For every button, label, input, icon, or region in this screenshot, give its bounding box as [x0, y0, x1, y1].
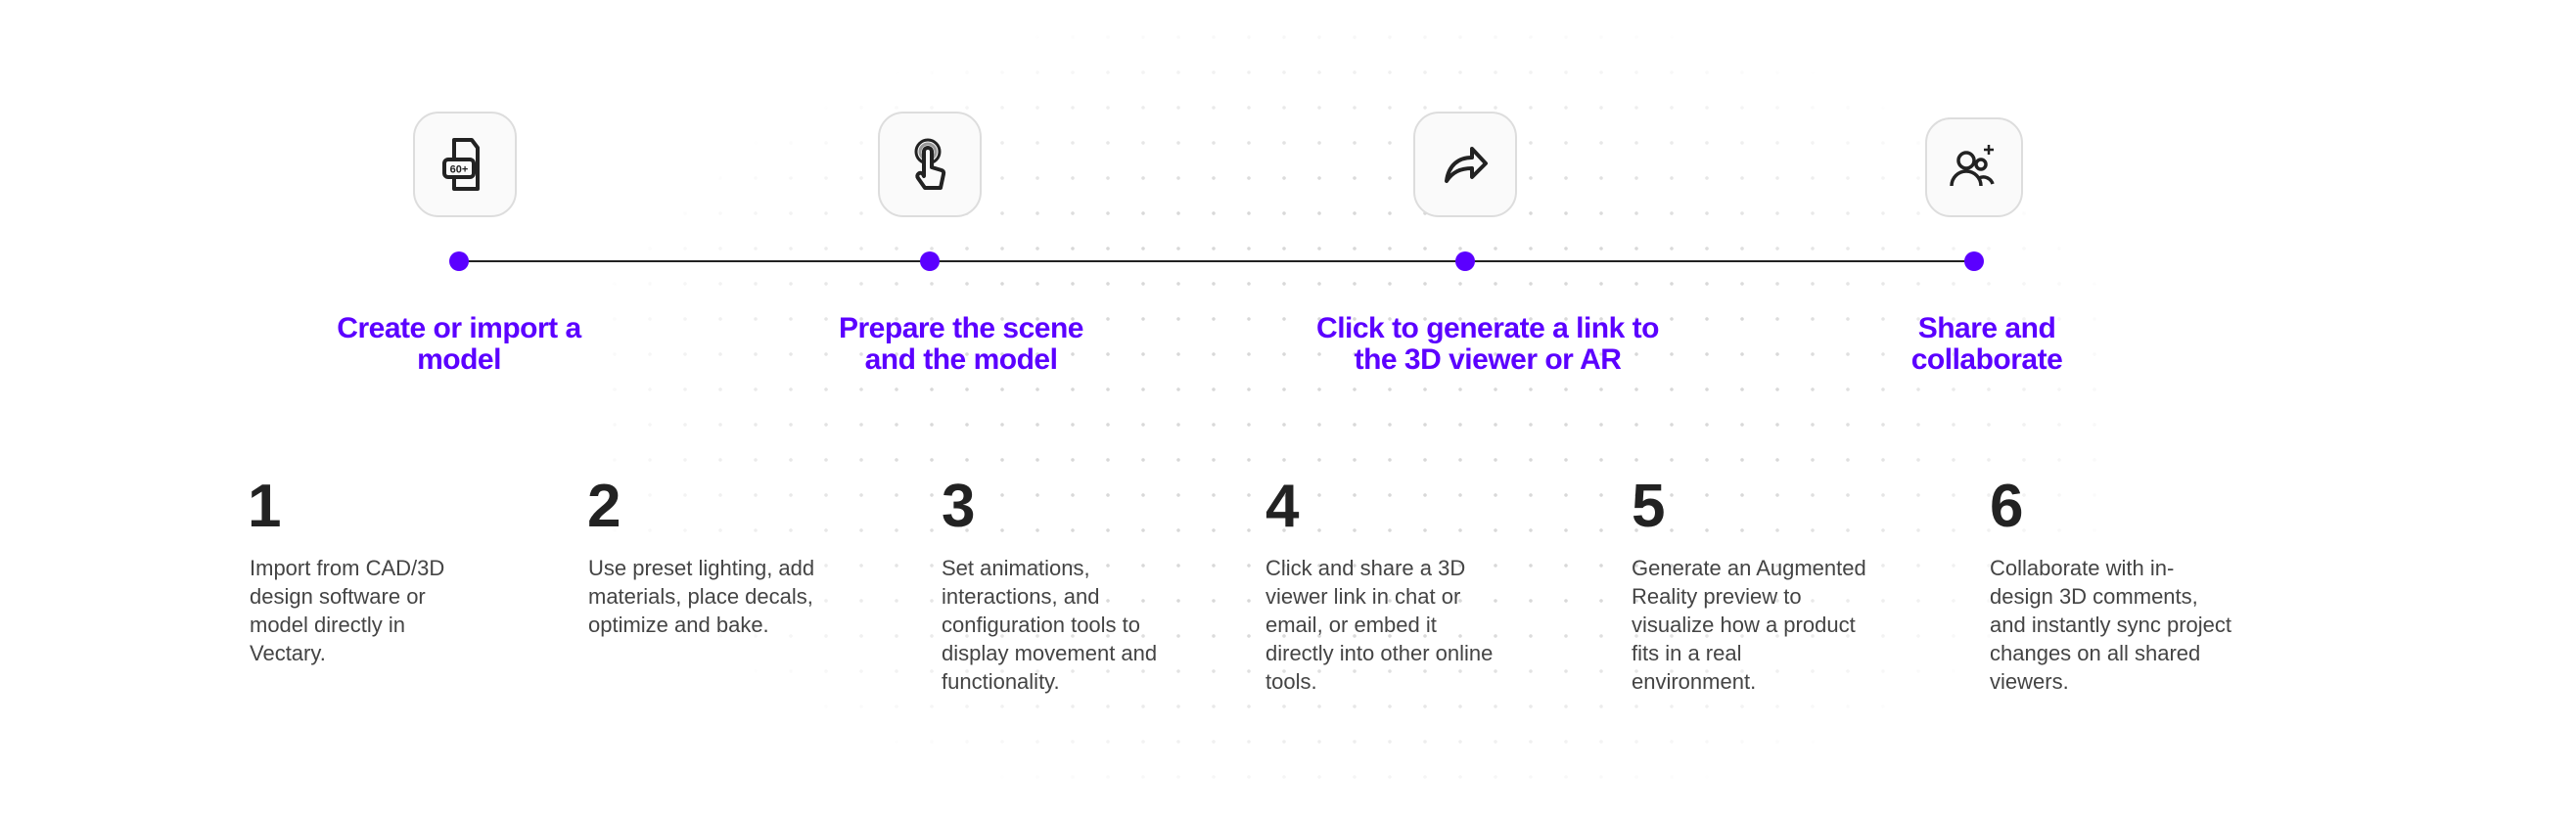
- step-title: Click to generate a link to the 3D viewe…: [1316, 312, 1659, 376]
- feature-description: Click and share a 3D viewer link in chat…: [1265, 556, 1494, 694]
- feature-number: 4: [1265, 473, 1300, 540]
- timeline-dot-3: [1455, 251, 1475, 271]
- feature-number: 3: [942, 473, 976, 540]
- feature-number: 2: [587, 473, 621, 540]
- feature-description: Set animations, interactions, and config…: [942, 556, 1158, 694]
- step-title: Share and collaborate: [1910, 312, 2063, 376]
- feature-description: Import from CAD/3D design software or mo…: [250, 556, 445, 665]
- share-arrow-icon: [1445, 147, 1488, 183]
- feature-number: 1: [248, 473, 282, 540]
- feature-number: 5: [1632, 473, 1666, 540]
- timeline-dot-2: [920, 251, 940, 271]
- step-title: Create or import a model: [337, 312, 581, 376]
- feature-description: Use preset lighting, add materials, plac…: [588, 556, 815, 637]
- step-4-icon-box: [1925, 117, 2023, 217]
- file-60-plus-icon: 60+: [442, 138, 480, 191]
- step-title: Prepare the scene and the model: [839, 312, 1083, 376]
- tap-hand-icon: [914, 138, 946, 190]
- step-3-icon-box: [1413, 112, 1517, 217]
- feature-description: Collaborate with in-design 3D comments, …: [1990, 556, 2232, 694]
- feature-description: Generate an Augmented Reality preview to…: [1632, 556, 1866, 694]
- feature-number: 6: [1990, 473, 2024, 540]
- add-users-icon: [1950, 145, 1995, 187]
- timeline-dot-1: [449, 251, 469, 271]
- step-1-icon-box: 60+: [413, 112, 517, 217]
- file-badge: 60+: [450, 164, 469, 176]
- step-2-icon-box: [878, 112, 982, 217]
- timeline-line: [458, 260, 1975, 262]
- dot-grid-background: [597, 20, 2114, 802]
- timeline-dot-4: [1964, 251, 1984, 271]
